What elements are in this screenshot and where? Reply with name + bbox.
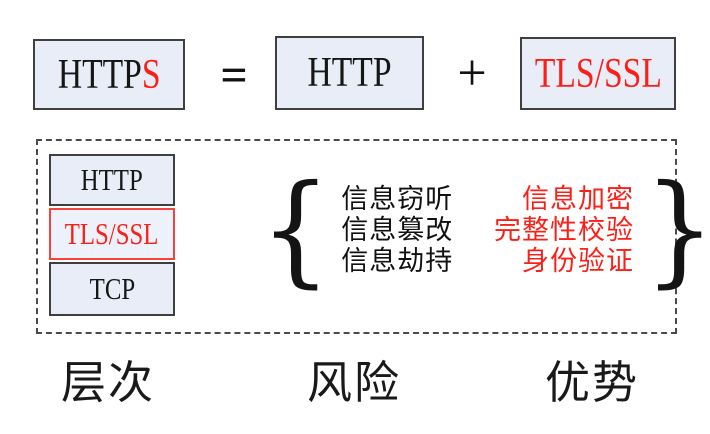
tls-ssl-box: TLS/SSL bbox=[520, 37, 676, 110]
advantages-group: 信息加密 完整性校验 身份验证 } bbox=[468, 159, 710, 301]
left-brace: { bbox=[260, 159, 332, 301]
advantages-list: 信息加密 完整性校验 身份验证 bbox=[468, 184, 634, 277]
layer-box-http: HTTP bbox=[49, 154, 175, 206]
caption-layers: 层次 bbox=[60, 357, 156, 408]
risks-group: { 信息窃听 信息篡改 信息劫持 bbox=[260, 159, 453, 301]
caption-risks: 风险 bbox=[306, 357, 402, 408]
plus-sign: + bbox=[457, 44, 487, 102]
layer-label-tcp: TCP bbox=[89, 271, 135, 306]
advantage-item-integrity: 完整性校验 bbox=[494, 214, 634, 245]
risks-list: 信息窃听 信息篡改 信息劫持 bbox=[341, 184, 453, 277]
https-label-suffix: S bbox=[141, 51, 161, 98]
risk-item-tampering: 信息篡改 bbox=[341, 214, 454, 245]
right-brace: } bbox=[644, 159, 710, 301]
layer-box-tls-ssl: TLS/SSL bbox=[49, 208, 175, 260]
https-label: HTTPS bbox=[58, 51, 161, 99]
equals-sign: = bbox=[220, 48, 248, 102]
http-box: HTTP bbox=[275, 36, 424, 110]
caption-advantages: 优势 bbox=[544, 357, 640, 408]
https-label-prefix: HTTP bbox=[57, 51, 142, 98]
http-label: HTTP bbox=[307, 50, 392, 96]
tls-ssl-label: TLS/SSL bbox=[534, 50, 662, 97]
layer-box-tcp: TCP bbox=[49, 262, 175, 316]
detail-panel bbox=[36, 139, 677, 334]
advantage-item-encryption: 信息加密 bbox=[522, 183, 634, 214]
advantage-item-authentication: 身份验证 bbox=[522, 245, 634, 276]
layer-label-http: HTTP bbox=[81, 162, 143, 197]
risk-item-hijacking: 信息劫持 bbox=[341, 245, 454, 276]
risk-item-eavesdropping: 信息窃听 bbox=[341, 183, 454, 214]
layer-label-tls-ssl: TLS/SSL bbox=[65, 216, 159, 251]
https-box: HTTPS bbox=[33, 39, 185, 110]
